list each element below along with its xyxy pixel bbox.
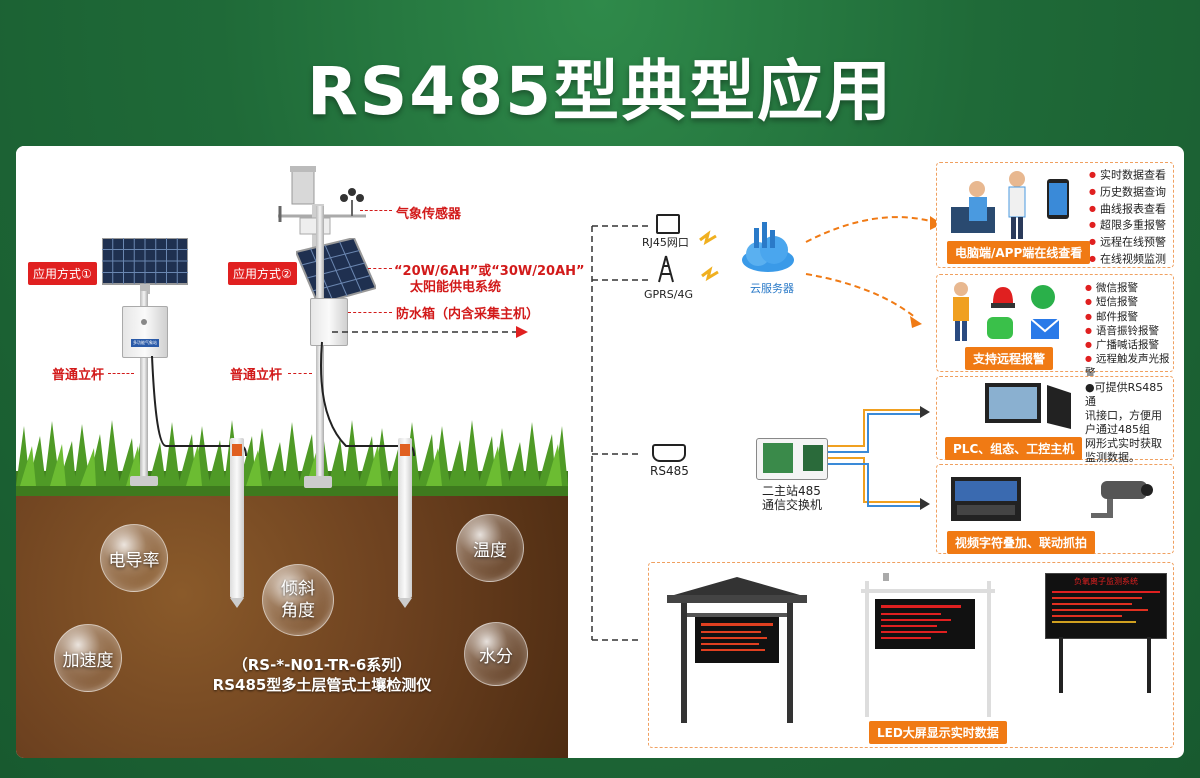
alarm-item: 短信报警 <box>1085 295 1173 309</box>
soil-probe-1 <box>230 438 244 608</box>
soil-probe-2 <box>398 438 412 608</box>
waterproof-box-2 <box>310 298 348 346</box>
alarm-item: 广播喊话报警 <box>1085 338 1173 352</box>
led-billboard-1 <box>667 577 807 723</box>
alarm-item: 语音振铃报警 <box>1085 324 1173 338</box>
led-billboard-2 <box>861 573 995 717</box>
gprs-label: GPRS/4G <box>644 288 694 301</box>
alarm-features: 微信报警 短信报警 邮件报警 语音振铃报警 广播喊话报警 远程触发声光报警 <box>1085 281 1173 380</box>
bubble-moisture: 水分 <box>464 622 528 686</box>
alarm-icons <box>953 282 1060 341</box>
pc-app-features: 实时数据查看 历史数据查询 曲线报表查看 超限多重报警 远程在线预警 在线视频监… <box>1089 167 1166 268</box>
grass <box>16 420 568 496</box>
pole2-label: 普通立杆 <box>230 368 283 383</box>
bubble-temperature: 温度 <box>456 514 524 582</box>
alarm-item: 微信报警 <box>1085 281 1173 295</box>
feature-item: 远程在线预警 <box>1089 234 1166 251</box>
led-screen-title: 负氧离子监测系统 <box>1074 577 1138 586</box>
led-box: 负氧离子监测系统 LED大屏显示实时数据 <box>648 562 1174 748</box>
video-box: 视频字符叠加、联动抓拍 <box>936 464 1174 554</box>
feature-item: 超限多重报警 <box>1089 217 1166 234</box>
pc-app-banner: 电脑端/APP端在线查看 <box>947 241 1091 264</box>
pole-1 <box>140 291 148 476</box>
led-banner: LED大屏显示实时数据 <box>869 721 1007 744</box>
plc-banner: PLC、组态、工控主机 <box>945 437 1083 460</box>
pole1-label: 普通立杆 <box>52 368 105 383</box>
switch-label-2: 通信交换机 <box>762 498 823 512</box>
method1-tag: 应用方式① <box>28 262 97 285</box>
alarm-item: 邮件报警 <box>1085 310 1173 324</box>
video-banner: 视频字符叠加、联动抓拍 <box>947 531 1096 554</box>
rj45-icon <box>656 214 680 234</box>
led-billboard-3: 负氧离子监测系统 <box>1045 573 1167 693</box>
rs485-label: RS485 <box>650 464 689 478</box>
solar-label-2: 太阳能供电系统 <box>410 280 502 295</box>
bubble-acceleration: 加速度 <box>54 624 122 692</box>
antenna-icon <box>658 255 674 283</box>
page-title: RS485型典型应用 <box>306 53 894 130</box>
method2-tag: 应用方式② <box>228 262 297 285</box>
plc-description: ●可提供RS485通 讯接口，方便用 户通过485组 网形式实时获取 监测数据。 <box>1085 381 1164 464</box>
plc-box: ●可提供RS485通 讯接口，方便用 户通过485组 网形式实时获取 监测数据。… <box>936 376 1174 464</box>
solar-panel-1 <box>102 238 188 294</box>
cloud-server-icon <box>742 222 794 272</box>
box-label: 多功能气象站 <box>131 339 159 347</box>
weather-sensor-label: 气象传感器 <box>396 207 462 222</box>
product-name: RS485型多土层管式土壤检测仪 <box>212 676 432 694</box>
pc-app-box: 实时数据查看 历史数据查询 曲线报表查看 超限多重报警 远程在线预警 在线视频监… <box>936 162 1174 268</box>
video-device-icon <box>951 477 1153 521</box>
rs485-port-icon <box>652 444 686 462</box>
waterproof-box-label: 防水箱（内含采集主机） <box>396 307 540 322</box>
feature-item: 历史数据查询 <box>1089 184 1166 201</box>
connectors <box>332 216 942 641</box>
alarm-box: 微信报警 短信报警 邮件报警 语音振铃报警 广播喊话报警 远程触发声光报警 支持… <box>936 274 1174 379</box>
field-illustration: 应用方式① 多功能气象站 普通立杆 应用方式② <box>16 146 585 758</box>
monitor-icon <box>985 383 1071 429</box>
feature-item: 曲线报表查看 <box>1089 201 1166 218</box>
bubble-tilt: 倾斜角度 <box>262 564 334 636</box>
rj45-label: RJ45网口 <box>642 236 689 249</box>
bubble-conductivity: 电导率 <box>100 524 168 592</box>
feature-item: 在线视频监测 <box>1089 251 1166 268</box>
user-computer-icon <box>951 171 1069 239</box>
switch-device <box>756 438 828 480</box>
switch-label-1: 二主站485 <box>762 484 821 498</box>
alarm-banner: 支持远程报警 <box>965 347 1054 370</box>
main-card: 应用方式① 多功能气象站 普通立杆 应用方式② <box>16 146 1184 758</box>
alarm-item: 远程触发声光报警 <box>1085 352 1173 380</box>
solar-label-1: “20W/6AH”或“30W/20AH” <box>394 264 585 279</box>
waterproof-box-1: 多功能气象站 <box>122 306 168 358</box>
feature-item: 实时数据查看 <box>1089 167 1166 184</box>
cloud-server-label: 云服务器 <box>750 282 794 295</box>
product-series: （RS-*-N01-TR-6系列） <box>232 656 412 674</box>
